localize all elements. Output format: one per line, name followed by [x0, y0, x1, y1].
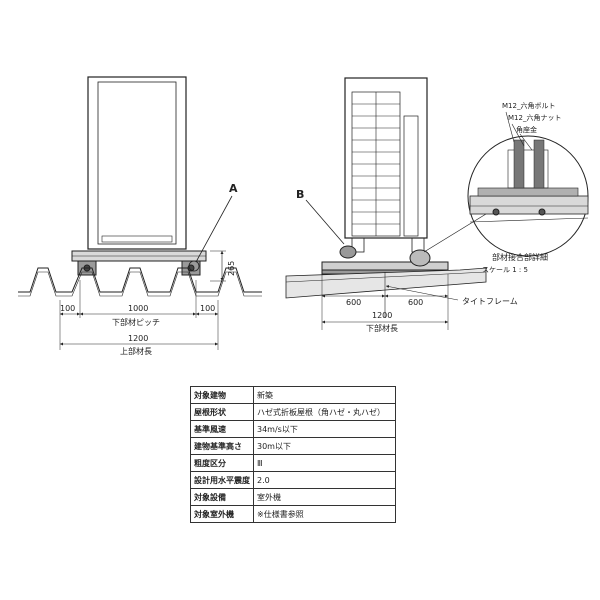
table-row: 対象設備室外機: [190, 488, 396, 506]
side-view: [285, 77, 487, 330]
spec-value: 30m以下: [253, 437, 396, 455]
spec-key: 屋根形状: [190, 403, 254, 421]
spec-value: 34m/s以下: [253, 420, 396, 438]
table-row: 対象建物新築: [190, 386, 396, 404]
spec-key: 設計用水平震度: [190, 471, 254, 489]
side-label-b: B: [296, 188, 304, 201]
spec-key: 対象設備: [190, 488, 254, 506]
spec-value: 2.0: [253, 471, 396, 489]
spec-value: ※仕様書参照: [253, 505, 396, 523]
spec-key: 粗度区分: [190, 454, 254, 472]
detail-bolt-label: M12_六角ボルト: [502, 101, 555, 110]
spec-key: 対象建物: [190, 386, 254, 404]
front-label-a: A: [229, 182, 238, 195]
front-dim-height: 265: [227, 261, 236, 276]
front-view: [18, 76, 262, 350]
spec-key: 対象室外機: [190, 505, 254, 523]
front-lower-pitch-label: 下部材ピッチ: [112, 317, 160, 327]
tie-frame-label: タイトフレーム: [462, 297, 518, 306]
detail-title: 部材接合部詳細: [492, 252, 548, 262]
lower-member-beam: [321, 261, 449, 271]
detail-washer-label: 角座金: [516, 125, 537, 134]
outdoor-unit-front: [87, 76, 187, 250]
side-dim-right: 600: [408, 298, 423, 307]
spec-value: Ⅲ: [253, 454, 396, 472]
front-dim-left: 100: [60, 304, 75, 313]
front-dim-mid: 1000: [128, 304, 148, 313]
front-upper-length-label: 上部材長: [120, 346, 152, 356]
side-lower-length-label: 下部材長: [366, 323, 398, 333]
detail-nut-label: M12_六角ナット: [508, 113, 561, 122]
side-lower-length-value: 1200: [372, 311, 392, 320]
front-dim-right: 100: [200, 304, 215, 313]
detail-scale: スケール 1 : 5: [482, 266, 528, 274]
joint-detail: [467, 111, 589, 257]
folded-roof-profile: [18, 267, 262, 293]
table-row: 対象室外機※仕様書参照: [190, 505, 396, 523]
table-row: 屋根形状ハゼ式折板屋根（角ハゼ・丸ハゼ）: [190, 403, 396, 421]
side-dim-left: 600: [346, 298, 361, 307]
spec-value: 室外機: [253, 488, 396, 506]
spec-key: 建物基準高さ: [190, 437, 254, 455]
spec-value: 新築: [253, 386, 396, 404]
spec-key: 基準風速: [190, 420, 254, 438]
outdoor-unit-side: [344, 77, 428, 239]
spec-value: ハゼ式折板屋根（角ハゼ・丸ハゼ）: [253, 403, 396, 421]
front-upper-length-value: 1200: [128, 334, 148, 343]
